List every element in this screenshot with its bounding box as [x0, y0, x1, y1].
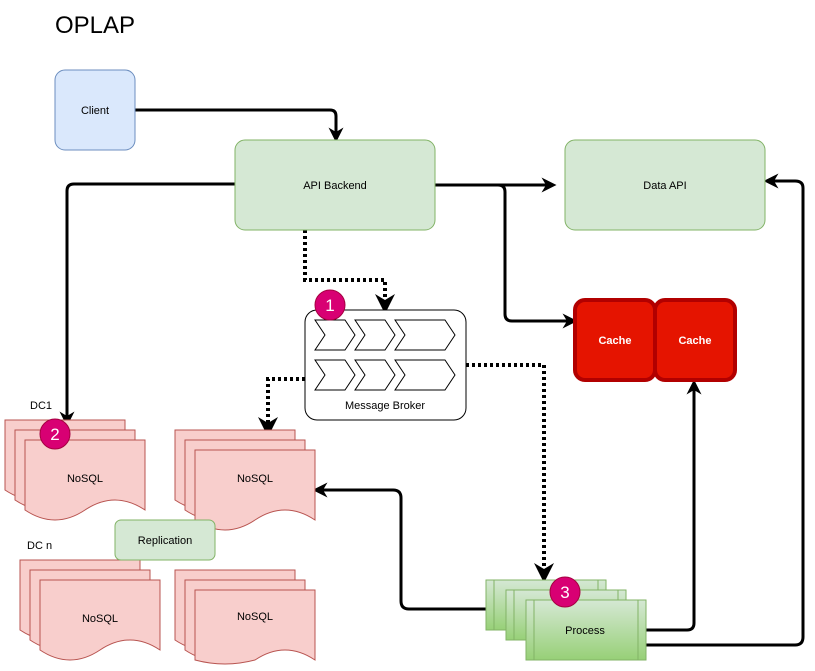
cache-1-label: Cache: [598, 335, 631, 347]
message-broker-label: Message Broker: [345, 400, 425, 412]
client-label: Client: [81, 105, 109, 117]
dcn-label: DC n: [27, 540, 52, 552]
chevron-row-2-icon: [314, 359, 456, 391]
edges: [59, 108, 805, 647]
diagram-title: OPLAP: [55, 12, 135, 39]
nosql-stack-dc1-a: NoSQL: [4, 419, 146, 521]
client-node: Client: [54, 69, 136, 151]
edge-api-to-broker: [303, 230, 395, 314]
marker-1-label: 1: [325, 296, 334, 315]
data-api-label: Data API: [643, 180, 686, 192]
edge-broker-to-process: [466, 363, 554, 583]
edge-client-to-api: [135, 108, 344, 143]
replication-label: Replication: [138, 535, 192, 547]
chevron-row-1-icon: [314, 319, 456, 351]
marker-2-label: 2: [50, 425, 59, 444]
marker-2: 2: [39, 418, 71, 450]
cache-node-1: Cache: [573, 298, 657, 382]
nosql-stack-dc1-b: NoSQL: [174, 429, 316, 531]
edge-api-to-cache: [435, 183, 578, 329]
nosql-label-4: NoSQL: [237, 611, 273, 623]
nosql-label-1: NoSQL: [67, 473, 103, 485]
api-backend-label: API Backend: [303, 180, 367, 192]
edge-process-to-nosql: [312, 482, 486, 611]
dc1-label: DC1: [30, 400, 52, 412]
edge-broker-to-nosql: [258, 377, 305, 437]
nosql-stack-dcn-a: NoSQL: [19, 559, 161, 661]
marker-3-label: 3: [560, 583, 569, 602]
nosql-stack-dcn-b: NoSQL: [174, 569, 316, 665]
edge-process-to-cache: [646, 379, 702, 632]
replication-node: Replication: [114, 519, 216, 561]
data-api-node: Data API: [564, 139, 766, 231]
cache-2-label: Cache: [678, 335, 711, 347]
edge-process-to-dataapi: [646, 173, 805, 647]
nosql-label-2: NoSQL: [237, 473, 273, 485]
process-label: Process: [565, 625, 605, 637]
marker-3: 3: [549, 576, 581, 608]
nosql-label-3: NoSQL: [82, 613, 118, 625]
marker-1: 1: [314, 289, 346, 321]
api-backend-node: API Backend: [234, 139, 436, 231]
edge-api-to-nosql-dc1: [59, 182, 235, 427]
cache-node-2: Cache: [653, 298, 737, 382]
message-broker-node: Message Broker: [304, 309, 467, 421]
